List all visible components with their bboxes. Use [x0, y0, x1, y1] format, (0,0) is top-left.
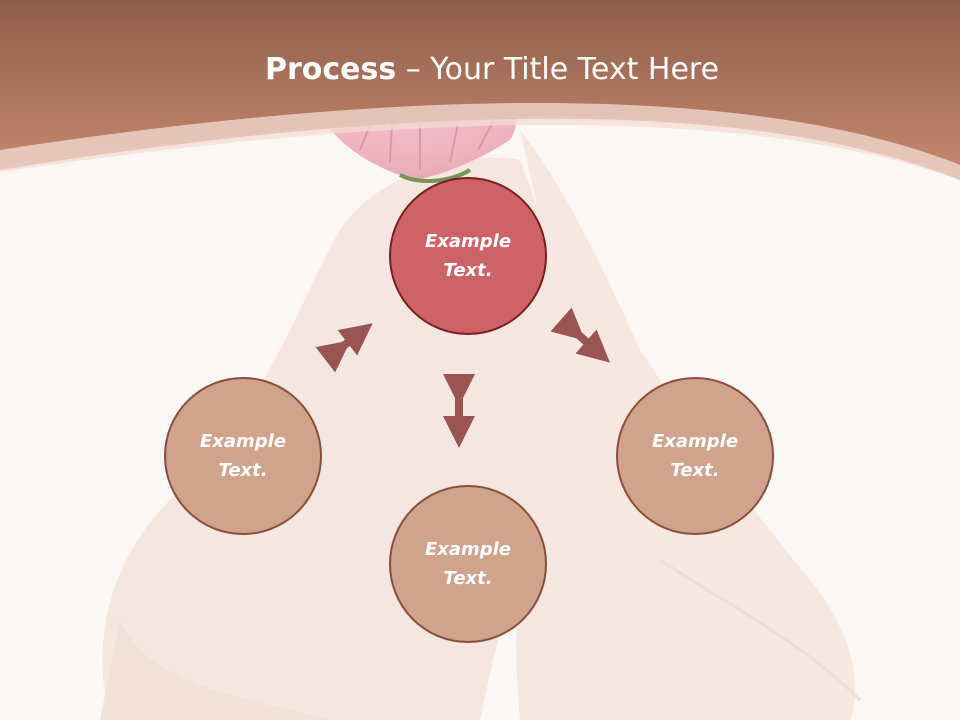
- arrow-top-left: [315, 323, 373, 373]
- title-rest: – Your Title Text Here: [396, 52, 720, 87]
- process-step-top-line1: Example: [424, 231, 512, 252]
- arrow-top-right: [550, 307, 611, 363]
- process-step-right-line1: Example: [651, 431, 739, 452]
- process-step-bottom: Example Text.: [389, 485, 547, 643]
- title-bold: Process: [264, 52, 397, 87]
- process-step-top-line2: Text.: [443, 260, 493, 281]
- process-step-right: Example Text.: [616, 377, 774, 535]
- process-step-bottom-line2: Text.: [443, 568, 493, 589]
- slide-title: Process – Your Title Text Here: [0, 52, 960, 87]
- process-step-right-line2: Text.: [670, 460, 720, 481]
- process-step-left-line1: Example: [199, 431, 287, 452]
- process-step-bottom-line1: Example: [424, 539, 512, 560]
- process-step-top: Example Text.: [389, 177, 547, 335]
- process-step-left-line2: Text.: [218, 460, 268, 481]
- process-step-left: Example Text.: [164, 377, 322, 535]
- header-curve-highlight: [0, 102, 960, 180]
